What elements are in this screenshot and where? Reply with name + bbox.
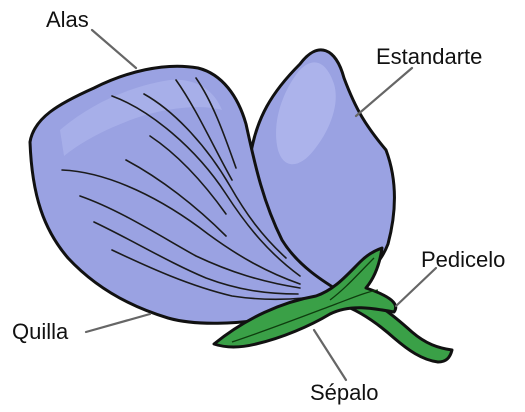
leader-sepalo [314,330,346,380]
label-sepalo: Sépalo [310,380,379,405]
label-quilla: Quilla [12,319,69,344]
label-alas: Alas [46,7,89,32]
leader-alas [92,30,136,68]
leader-pedicelo [396,268,436,306]
leader-estandarte [356,68,412,116]
leader-quilla [86,314,150,332]
label-pedicelo: Pedicelo [421,247,505,272]
label-estandarte: Estandarte [376,44,482,69]
